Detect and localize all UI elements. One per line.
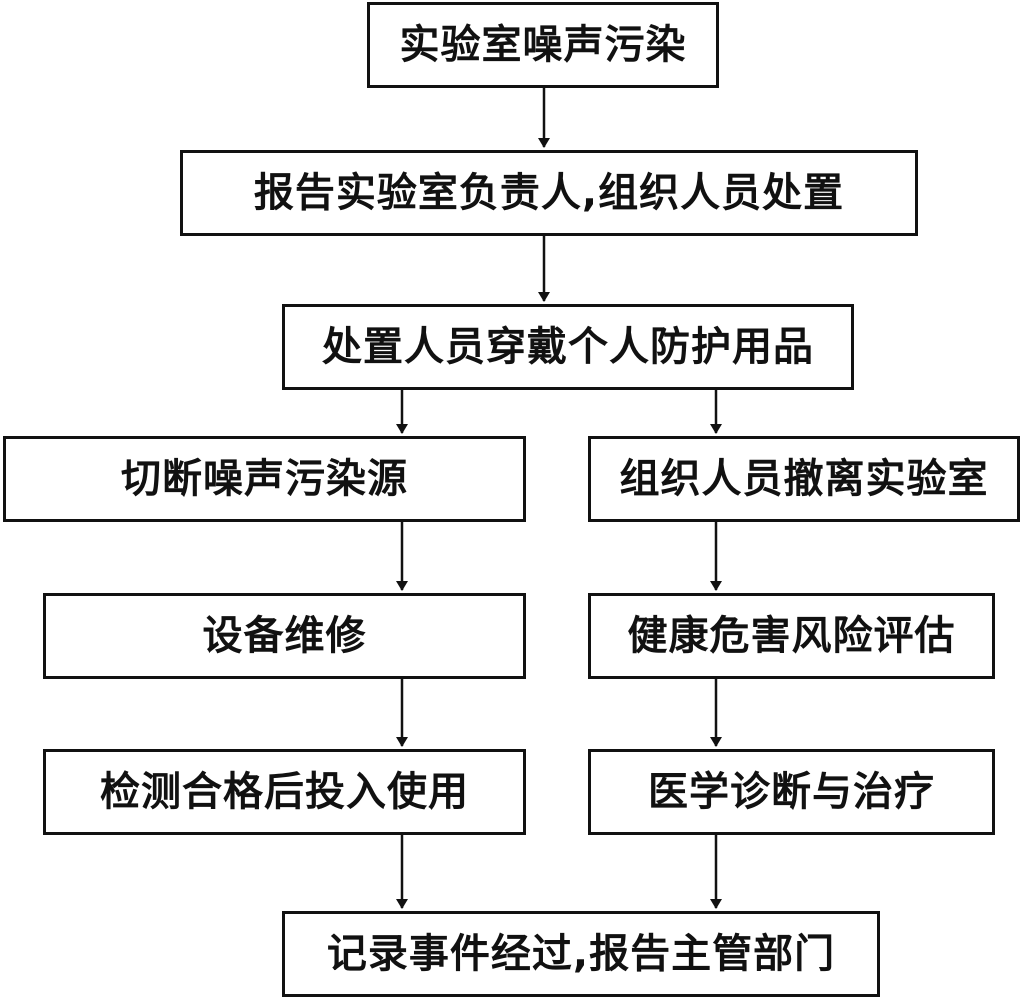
node-record-report-label: 记录事件经过,报告主管部门 (326, 931, 836, 977)
node-equipment-repair-label: 设备维修 (202, 613, 367, 659)
node-health-risk-assessment-label: 健康危害风险评估 (627, 613, 956, 659)
node-record-report: 记录事件经过,报告主管部门 (282, 911, 880, 997)
node-report-supervisor-label: 报告实验室负责人,组织人员处置 (253, 170, 845, 216)
node-cut-noise-source-label: 切断噪声污染源 (121, 456, 408, 502)
node-test-then-use-label: 检测合格后投入使用 (100, 769, 469, 815)
node-evacuate-lab: 组织人员撤离实验室 (588, 436, 1020, 522)
node-report-supervisor: 报告实验室负责人,组织人员处置 (180, 150, 918, 236)
node-test-then-use: 检测合格后投入使用 (43, 749, 526, 835)
node-wear-ppe-label: 处置人员穿戴个人防护用品 (322, 324, 814, 370)
node-equipment-repair: 设备维修 (43, 593, 526, 679)
node-diagnosis-treatment-label: 医学诊断与治疗 (648, 769, 935, 815)
node-evacuate-lab-label: 组织人员撤离实验室 (619, 456, 989, 502)
node-noise-pollution: 实验室噪声污染 (367, 2, 719, 88)
node-noise-pollution-label: 实验室噪声污染 (399, 22, 687, 68)
node-cut-noise-source: 切断噪声污染源 (3, 436, 526, 522)
node-diagnosis-treatment: 医学诊断与治疗 (588, 749, 995, 835)
node-wear-ppe: 处置人员穿戴个人防护用品 (282, 304, 854, 390)
node-health-risk-assessment: 健康危害风险评估 (588, 593, 995, 679)
